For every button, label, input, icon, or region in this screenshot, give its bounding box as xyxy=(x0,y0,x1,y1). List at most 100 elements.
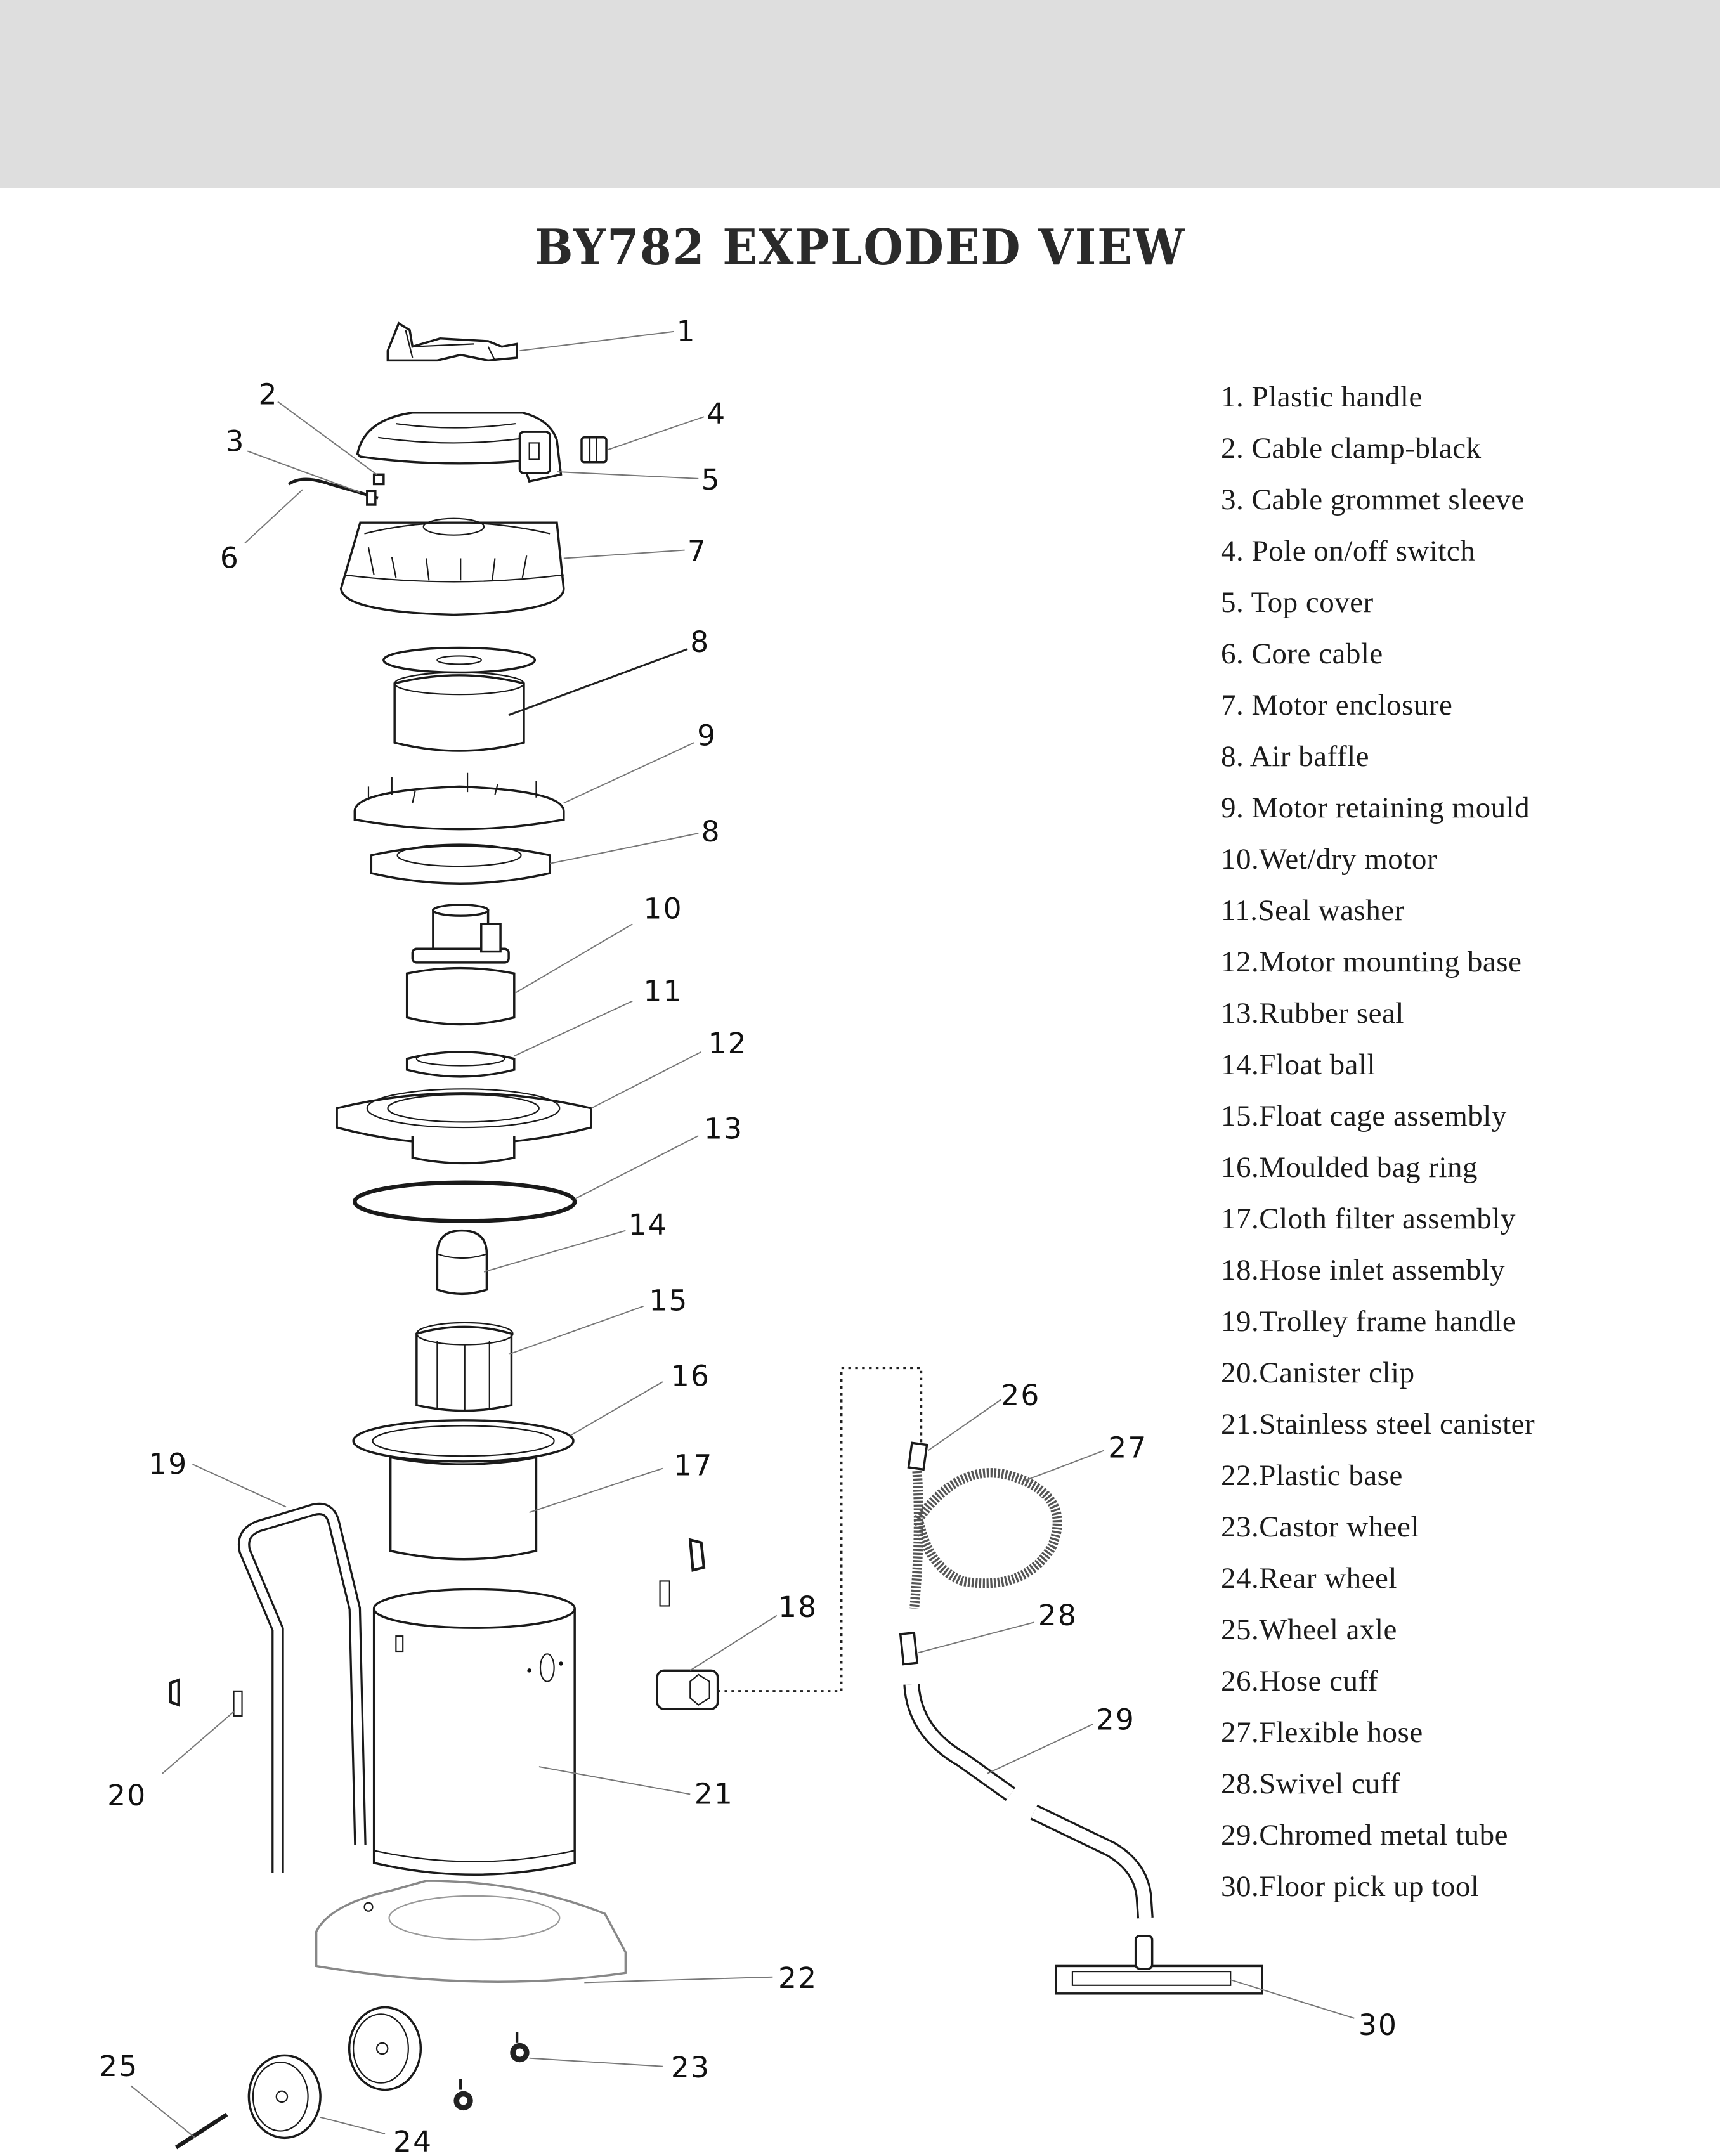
parts-list-item: 29.Chromed metal tube xyxy=(1221,1819,1508,1852)
leader-line xyxy=(519,330,674,352)
spare-clip-part xyxy=(659,1538,706,1607)
leader-line xyxy=(514,1000,633,1057)
leader-line xyxy=(515,923,633,994)
leader-line xyxy=(689,1614,778,1672)
trolley-frame-part xyxy=(238,1502,367,1873)
leader-line xyxy=(483,1230,626,1273)
leader-line xyxy=(563,742,695,804)
callout-18: 18 xyxy=(778,1590,818,1624)
callout-30: 30 xyxy=(1358,2008,1398,2042)
header-band xyxy=(0,0,1720,188)
callout-29: 29 xyxy=(1096,1703,1135,1737)
leader-line xyxy=(244,489,303,544)
callout-16: 16 xyxy=(671,1360,710,1393)
parts-list-item: 15.Float cage assembly xyxy=(1221,1100,1507,1133)
parts-list-item: 19.Trolley frame handle xyxy=(1221,1305,1516,1338)
leader-line xyxy=(574,1135,699,1200)
callout-9: 9 xyxy=(697,718,717,752)
rubber-seal-part xyxy=(353,1180,577,1223)
callout-22: 22 xyxy=(778,1961,818,1995)
parts-list-item: 14.Float ball xyxy=(1221,1048,1376,1081)
leader-line xyxy=(538,1766,691,1795)
float-cage-part xyxy=(415,1322,514,1412)
air-baffle-ring-part xyxy=(370,843,551,885)
parts-list-item: 11.Seal washer xyxy=(1221,894,1405,927)
callout-3: 3 xyxy=(226,424,245,458)
page-title: BY782 EXPLODED VIEW xyxy=(534,219,1186,276)
parts-list-item: 30.Floor pick up tool xyxy=(1221,1870,1480,1903)
callout-20: 20 xyxy=(107,1779,147,1812)
parts-list-item: 20.Canister clip xyxy=(1221,1356,1415,1389)
leader-line xyxy=(563,549,685,559)
wet-dry-motor-part xyxy=(405,904,516,1026)
callout-28: 28 xyxy=(1038,1599,1078,1632)
motor-retaining-mould-part xyxy=(353,772,565,831)
chromed-metal-tube-part xyxy=(903,1683,1154,1919)
callout-17: 17 xyxy=(674,1449,713,1483)
leader-line xyxy=(277,401,377,476)
callout-24: 24 xyxy=(393,2125,433,2156)
callout-8b: 8 xyxy=(701,815,721,848)
castor-wheel-part xyxy=(453,2032,530,2111)
callout-27: 27 xyxy=(1108,1431,1147,1464)
callout-7: 7 xyxy=(687,535,707,568)
plastic-handle-part xyxy=(386,321,518,362)
hose-inlet-part xyxy=(656,1669,719,1710)
leader-line xyxy=(584,1976,773,1984)
connection-dotted-line xyxy=(717,1367,923,1692)
parts-list-item: 18.Hose inlet assembly xyxy=(1221,1254,1506,1287)
core-cable-part xyxy=(287,473,385,506)
callout-2: 2 xyxy=(259,378,278,412)
leader-line xyxy=(247,450,361,493)
leader-line xyxy=(1024,1450,1105,1482)
leader-line xyxy=(508,648,688,717)
leader-line xyxy=(1230,1979,1355,2019)
parts-list-item: 6. Core cable xyxy=(1221,637,1383,670)
callout-6: 6 xyxy=(220,542,240,575)
air-baffle-part xyxy=(382,646,537,752)
parts-list-item: 13.Rubber seal xyxy=(1221,997,1404,1030)
parts-list-item: 24.Rear wheel xyxy=(1221,1562,1397,1595)
parts-list-item: 27.Flexible hose xyxy=(1221,1716,1423,1749)
plastic-base-part xyxy=(315,1880,627,1983)
callout-14: 14 xyxy=(629,1208,668,1242)
motor-mounting-base-part xyxy=(336,1088,592,1165)
parts-list-item: 23.Castor wheel xyxy=(1221,1510,1419,1543)
callout-8a: 8 xyxy=(690,625,710,659)
leader-line xyxy=(590,1051,702,1109)
motor-enclosure-part xyxy=(339,517,565,616)
parts-list-item: 9. Motor retaining mould xyxy=(1221,791,1530,824)
callout-23: 23 xyxy=(671,2051,710,2084)
parts-list-item: 25.Wheel axle xyxy=(1221,1613,1397,1646)
callout-5: 5 xyxy=(701,463,721,497)
on-off-switch-part xyxy=(580,436,608,464)
parts-list-item: 28.Swivel cuff xyxy=(1221,1767,1400,1800)
callout-26: 26 xyxy=(1001,1379,1040,1412)
parts-list-item: 21.Stainless steel canister xyxy=(1221,1408,1535,1441)
moulded-bag-ring-part xyxy=(352,1419,575,1463)
parts-list: 1. Plastic handle 2. Cable clamp-black 3… xyxy=(1221,372,1535,1912)
cloth-filter-part xyxy=(389,1456,538,1561)
leader-line xyxy=(570,1381,663,1436)
callout-4: 4 xyxy=(707,397,726,431)
parts-list-item: 8. Air baffle xyxy=(1221,740,1370,773)
leader-line xyxy=(556,471,699,479)
leader-line xyxy=(607,416,705,451)
seal-washer-part xyxy=(405,1051,516,1078)
leader-line xyxy=(192,1464,287,1508)
parts-list-item: 16.Moulded bag ring xyxy=(1221,1151,1478,1184)
callout-21: 21 xyxy=(694,1777,734,1811)
stainless-canister-part xyxy=(372,1588,576,1876)
leader-line xyxy=(549,833,699,864)
canister-clip-part xyxy=(169,1678,243,1717)
parts-list-item: 22.Plastic base xyxy=(1221,1459,1403,1492)
callout-13: 13 xyxy=(704,1112,743,1145)
leader-line xyxy=(918,1621,1034,1654)
float-ball-part xyxy=(436,1229,488,1296)
leader-line xyxy=(987,1724,1093,1774)
wheel-axle-part xyxy=(174,2112,228,2150)
callout-11: 11 xyxy=(644,975,683,1008)
callout-1: 1 xyxy=(677,315,696,348)
callout-10: 10 xyxy=(644,892,683,926)
